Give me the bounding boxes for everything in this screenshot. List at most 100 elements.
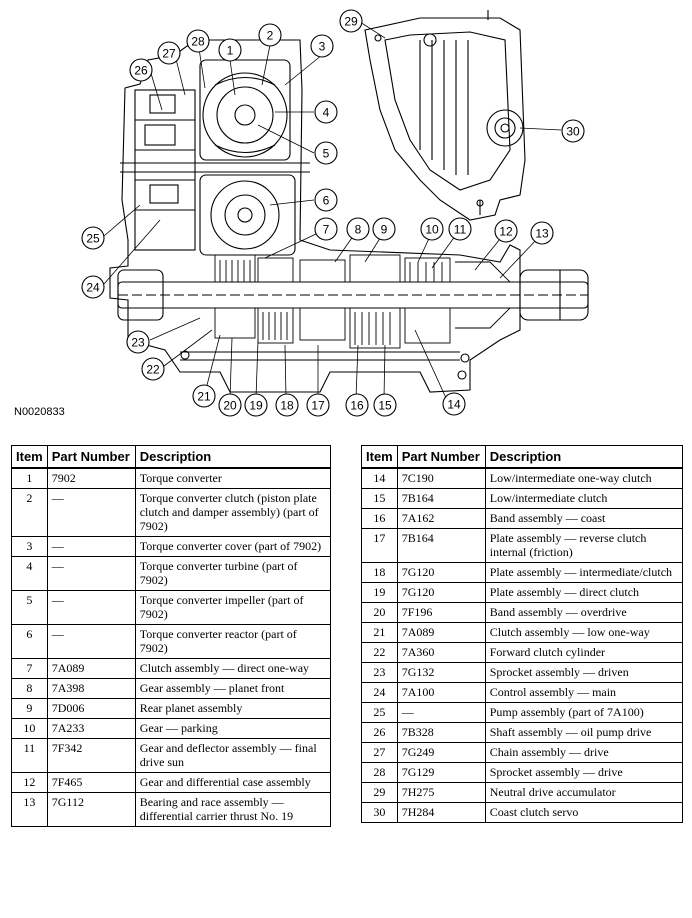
callout-19: 19	[244, 393, 268, 417]
item-number: 23	[361, 662, 398, 683]
svg-text:19: 19	[249, 399, 263, 413]
item-number: 16	[361, 508, 398, 529]
part-number: 7H284	[396, 802, 486, 823]
svg-text:20: 20	[223, 399, 237, 413]
callout-29: 29	[339, 9, 363, 33]
item-number: 3	[11, 536, 48, 557]
callout-14: 14	[442, 392, 466, 416]
callout-11: 11	[448, 217, 472, 241]
item-number: 21	[361, 622, 398, 643]
svg-text:7: 7	[323, 223, 330, 237]
header-description: Description	[134, 445, 332, 469]
item-number: 9	[11, 698, 48, 719]
item-number: 29	[361, 782, 398, 803]
item-number: 14	[361, 467, 398, 489]
callout-30: 30	[561, 119, 585, 143]
description: Coast clutch servo	[484, 802, 684, 823]
part-number: 7A162	[396, 508, 486, 529]
item-number: 8	[11, 678, 48, 699]
svg-text:9: 9	[381, 223, 388, 237]
callout-10: 10	[420, 217, 444, 241]
item-number: 4	[11, 556, 48, 591]
callout-1: 1	[218, 38, 242, 62]
header-item: Item	[361, 445, 398, 469]
description: Forward clutch cylinder	[484, 642, 684, 663]
description: Torque converter cover (part of 7902)	[134, 536, 332, 557]
description: Band assembly — overdrive	[484, 602, 684, 623]
callout-23: 23	[126, 330, 150, 354]
description: Gear and differential case assembly	[134, 772, 332, 793]
svg-text:17: 17	[311, 399, 325, 413]
item-number: 24	[361, 682, 398, 703]
header-item: Item	[11, 445, 48, 469]
part-number: 7G112	[46, 792, 136, 827]
svg-text:8: 8	[355, 223, 362, 237]
description: Torque converter turbine (part of 7902)	[134, 556, 332, 591]
callout-20: 20	[218, 393, 242, 417]
header-part-number: Part Number	[396, 445, 486, 469]
header-description: Description	[484, 445, 684, 469]
part-number: 7F342	[46, 738, 136, 773]
part-number: 7A089	[396, 622, 486, 643]
part-number: 7D006	[46, 698, 136, 719]
callout-3: 3	[310, 34, 334, 58]
description: Control assembly — main	[484, 682, 684, 703]
description: Gear and deflector assembly — final driv…	[134, 738, 332, 773]
callout-25: 25	[81, 226, 105, 250]
svg-text:22: 22	[146, 363, 160, 377]
svg-text:13: 13	[535, 227, 549, 241]
svg-text:26: 26	[134, 64, 148, 78]
item-number: 20	[361, 602, 398, 623]
description: Pump assembly (part of 7A100)	[484, 702, 684, 723]
callout-18: 18	[275, 393, 299, 417]
callout-24: 24	[81, 275, 105, 299]
table-row: 4—Torque converter turbine (part of 7902…	[11, 556, 332, 591]
item-number: 25	[361, 702, 398, 723]
callout-4: 4	[314, 100, 338, 124]
callout-16: 16	[345, 393, 369, 417]
description: Plate assembly — direct clutch	[484, 582, 684, 603]
item-number: 15	[361, 488, 398, 509]
callout-13: 13	[530, 221, 554, 245]
svg-text:16: 16	[350, 399, 364, 413]
svg-text:14: 14	[447, 398, 461, 412]
part-number: 7G132	[396, 662, 486, 683]
transmission-cutaway-diagram: 1 2 3 4 5 6 7 8 9 10 11 12 13 14 15 16 1…	[81, 9, 589, 417]
item-number: 12	[11, 772, 48, 793]
description: Chain assembly — drive	[484, 742, 684, 763]
item-number: 17	[361, 528, 398, 563]
table-row: 25—Pump assembly (part of 7A100)	[361, 702, 684, 723]
part-number: 7G249	[396, 742, 486, 763]
part-number: 7C190	[396, 467, 486, 489]
svg-text:3: 3	[319, 40, 326, 54]
svg-text:4: 4	[323, 106, 330, 120]
part-number: 7G120	[396, 562, 486, 583]
item-number: 2	[11, 488, 48, 537]
description: Bearing and race assembly — differential…	[134, 792, 332, 827]
callout-8: 8	[346, 217, 370, 241]
header-part-number: Part Number	[46, 445, 136, 469]
part-number: 7F196	[396, 602, 486, 623]
callout-2: 2	[258, 23, 282, 47]
item-number: 28	[361, 762, 398, 783]
svg-text:1: 1	[227, 44, 234, 58]
svg-text:27: 27	[162, 47, 176, 61]
description: Sprocket assembly — drive	[484, 762, 684, 783]
description: Torque converter impeller (part of 7902)	[134, 590, 332, 625]
transmission-drawing	[109, 10, 589, 393]
svg-text:25: 25	[86, 232, 100, 246]
item-number: 13	[11, 792, 48, 827]
svg-text:11: 11	[454, 223, 467, 237]
description: Low/intermediate clutch	[484, 488, 684, 509]
svg-text:24: 24	[86, 281, 100, 295]
item-number: 11	[11, 738, 48, 773]
svg-text:30: 30	[566, 125, 580, 139]
